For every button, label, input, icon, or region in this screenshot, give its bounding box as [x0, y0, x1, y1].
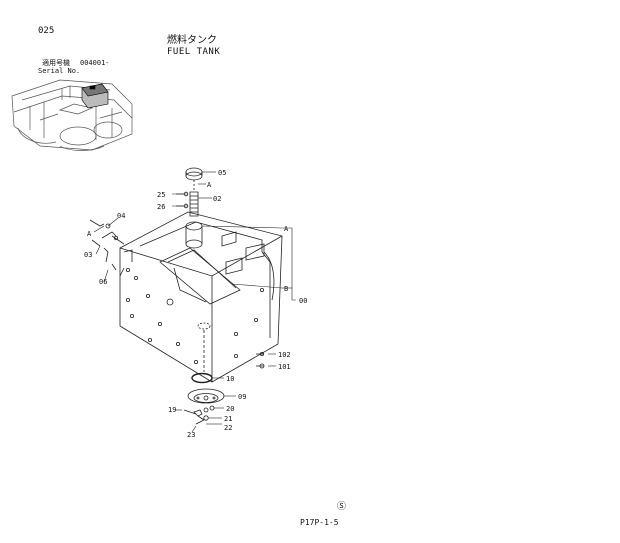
callout-19: 19	[168, 406, 176, 414]
callout-25: 25	[157, 191, 165, 199]
callout-06: 06	[99, 278, 107, 286]
callout-10: 10	[226, 375, 234, 383]
callout-02: 02	[213, 195, 221, 203]
serial-label-english: Serial No.	[38, 67, 81, 75]
callout-09: 09	[238, 393, 246, 401]
callout-a-right: A	[284, 225, 289, 233]
callout-b: B	[284, 285, 288, 293]
service-mark: Ⓢ	[337, 502, 347, 512]
title-japanese: 燃料タンク	[167, 35, 217, 46]
callout-22: 22	[224, 424, 232, 432]
callout-23: 23	[187, 431, 195, 439]
callout-03: 03	[84, 251, 92, 259]
callout-21: 21	[224, 415, 232, 423]
o-ring	[191, 372, 213, 384]
callout-26: 26	[157, 203, 165, 211]
serial-label-japanese: 適用号機	[42, 59, 70, 67]
callout-102: 102	[278, 351, 291, 359]
tank-strap	[159, 247, 241, 305]
tank-outline	[119, 211, 283, 383]
callout-04: 04	[117, 212, 125, 220]
callout-101: 101	[278, 363, 291, 371]
callout-a-cap: A	[207, 181, 212, 189]
callout-05: 05	[218, 169, 226, 177]
callout-00: 00	[299, 297, 307, 305]
callout-a-left: A	[87, 230, 92, 238]
serial-range: 004001-	[80, 59, 110, 67]
page-number: 025	[38, 26, 55, 36]
page-code: P17P-1-5	[300, 518, 339, 527]
title-english: FUEL TANK	[167, 47, 221, 57]
callout-20: 20	[226, 405, 234, 413]
